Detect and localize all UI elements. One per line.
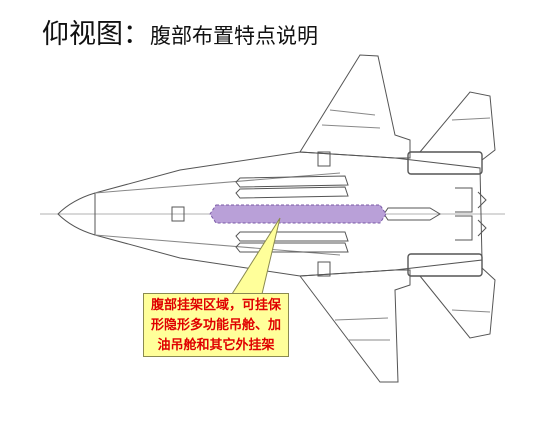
fuselage-outline <box>57 151 483 277</box>
engine-nacelle-lower <box>407 253 483 277</box>
wing-lower-flaps <box>334 317 390 341</box>
wing-lower <box>299 269 411 383</box>
landing-gear-door-upper <box>317 151 331 167</box>
title-sub: 腹部布置特点说明 <box>150 24 318 48</box>
weapon-bay-lower-2 <box>235 242 349 253</box>
nose-gear-door <box>171 206 185 222</box>
weapon-bay-upper-2 <box>235 186 349 199</box>
htail-lower <box>419 267 496 339</box>
nozzles <box>455 187 473 241</box>
wing-upper-flaps <box>321 109 381 129</box>
wing-upper <box>299 54 411 159</box>
page-title: 仰视图：腹部布置特点说明 <box>42 12 318 51</box>
title-main: 仰视图： <box>42 19 150 50</box>
callout-pointer <box>231 217 281 295</box>
belly-pylon-area <box>209 204 387 224</box>
htail-upper <box>419 91 496 161</box>
htail-lower-line <box>451 309 491 313</box>
callout-box: 腹部挂架区域，可挂保 形隐形多功能吊舱、加 油吊舱和其它外挂架 <box>143 293 289 357</box>
weapon-bay-lower-1 <box>235 231 349 242</box>
engine-nacelle-upper <box>407 151 483 175</box>
nozzle-flaps <box>477 191 487 237</box>
callout-line-1: 腹部挂架区域，可挂保 <box>150 298 281 313</box>
htail-upper-line <box>451 117 491 121</box>
landing-gear-door-lower <box>317 261 331 277</box>
callout-line-3: 油吊舱和其它外挂架 <box>157 338 275 353</box>
callout-line-2: 形隐形多功能吊舱、加 <box>150 318 281 333</box>
weapon-bay-upper-1 <box>235 175 349 188</box>
